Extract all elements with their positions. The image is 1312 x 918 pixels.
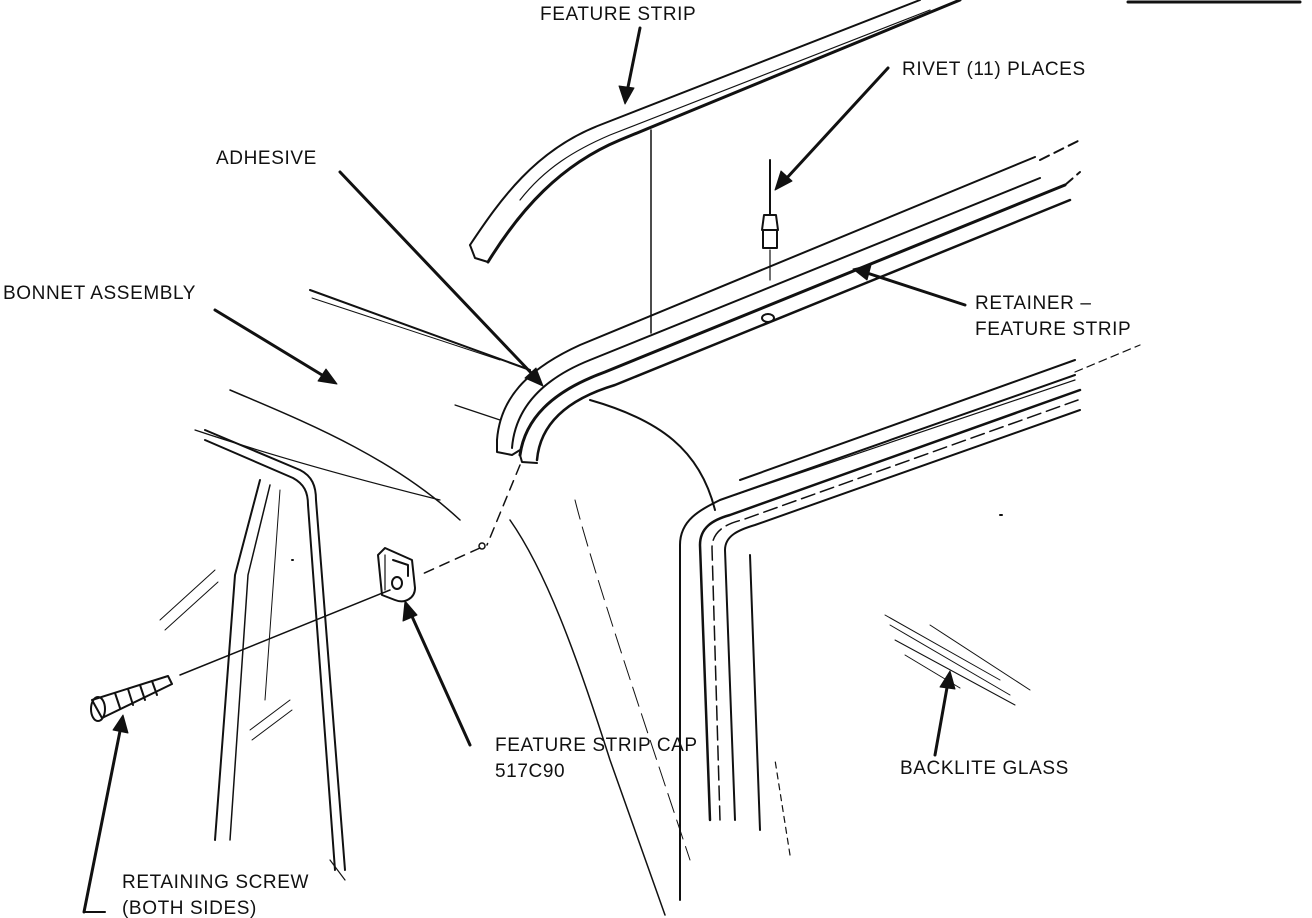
label-backlite-glass-text: BACKLITE GLASS [900, 758, 1069, 779]
label-feature-strip-cap: FEATURE STRIP CAP 517C90 [495, 733, 698, 785]
label-adhesive-text: ADHESIVE [216, 148, 317, 169]
rear-pillar [509, 499, 691, 916]
label-retainer-line1: RETAINER – [975, 293, 1092, 314]
door-frame [204, 429, 346, 881]
label-retaining-screw-line1: RETAINING SCREW [122, 872, 310, 893]
assembly-lines [179, 464, 521, 676]
label-bonnet-assembly: BONNET ASSEMBLY [3, 283, 196, 305]
label-feature-strip-text: FEATURE STRIP [540, 4, 697, 25]
label-feature-strip-cap-line1: FEATURE STRIP CAP [495, 735, 698, 756]
backlite-frame [679, 374, 1082, 901]
feature-strip-cap-part [377, 547, 416, 603]
label-feature-strip: FEATURE STRIP [540, 4, 696, 26]
label-bonnet-assembly-text: BONNET ASSEMBLY [3, 283, 197, 304]
label-retainer-line2: FEATURE STRIP [975, 319, 1132, 340]
rivet-hole [761, 313, 775, 323]
label-retainer-feature-strip: RETAINER – FEATURE STRIP [975, 291, 1131, 343]
feature-strip-part [469, 0, 962, 264]
label-rivet: RIVET (11) PLACES [902, 59, 1086, 81]
roof-body [194, 289, 1141, 521]
label-adhesive: ADHESIVE [216, 148, 317, 170]
label-retaining-screw: RETAINING SCREW (BOTH SIDES) [122, 870, 309, 918]
door-glass-hatch [159, 569, 293, 741]
label-retaining-screw-line2: (BOTH SIDES) [122, 898, 257, 918]
label-feature-strip-cap-line2: 517C90 [495, 761, 566, 782]
leader-arrows [82, 26, 967, 914]
label-rivet-text: RIVET (11) PLACES [902, 59, 1086, 80]
rivet-part [761, 159, 779, 281]
glass-reflection-hatch [884, 614, 1031, 706]
retainer-part [496, 139, 1081, 464]
retaining-screw-part [90, 675, 173, 722]
label-backlite-glass: BACKLITE GLASS [900, 758, 1069, 780]
small-marks [291, 514, 1003, 561]
